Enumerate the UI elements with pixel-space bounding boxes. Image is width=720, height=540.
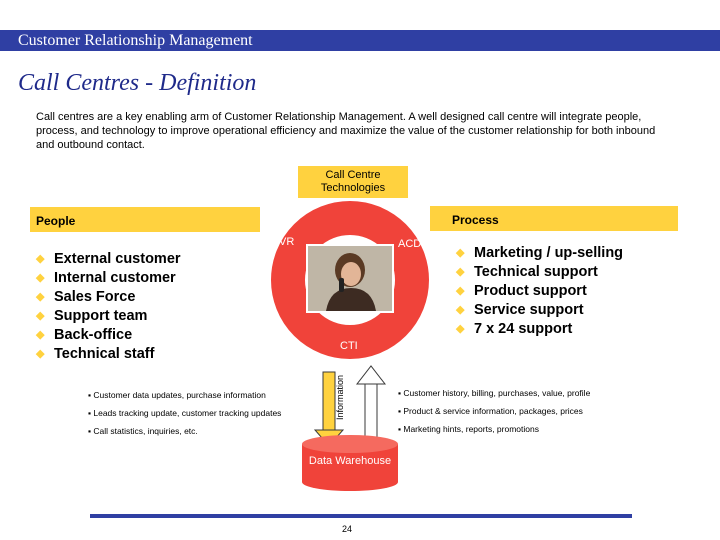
diamond-bullet-icon: ◆	[36, 348, 45, 360]
acd-label: ACD	[398, 238, 422, 250]
data-warehouse-top	[302, 435, 398, 453]
diamond-bullet-icon: ◆	[456, 266, 465, 278]
list-item: ◆Technical support	[456, 264, 598, 280]
list-item: ◆Service support	[456, 302, 584, 318]
diamond-bullet-icon: ◆	[456, 323, 465, 335]
list-item: ▪ Leads tracking update, customer tracki…	[88, 408, 282, 418]
inbound-data-list: ▪ Customer history, billing, purchases, …	[398, 384, 590, 438]
call-centre-technologies-box: Call Centre Technologies	[298, 166, 408, 198]
list-item: ◆Marketing / up-selling	[456, 245, 624, 261]
list-item: ◆Product support	[456, 283, 587, 299]
list-item: ◆Support team	[36, 308, 148, 324]
process-bar	[430, 206, 678, 231]
footer-line	[90, 514, 632, 518]
process-label: Process	[452, 213, 499, 227]
list-item: ▪ Call statistics, inquiries, etc.	[88, 426, 198, 436]
diamond-bullet-icon: ◆	[456, 247, 465, 259]
diamond-bullet-icon: ◆	[36, 272, 45, 284]
left-arrow-shaft	[322, 371, 336, 433]
list-item: ▪ Product & service information, package…	[398, 406, 583, 416]
right-arrow-shaft	[364, 381, 378, 439]
diamond-bullet-icon: ◆	[36, 310, 45, 322]
header-title: Customer Relationship Management	[18, 32, 253, 49]
diamond-bullet-icon: ◆	[36, 291, 45, 303]
diamond-bullet-icon: ◆	[36, 329, 45, 341]
slide-title: Call Centres - Definition	[18, 70, 257, 96]
cti-label: CTI	[340, 340, 358, 352]
diamond-bullet-icon: ◆	[456, 304, 465, 316]
phone-icon	[339, 278, 344, 292]
header-band	[0, 30, 720, 51]
outbound-data-list: ▪ Customer data updates, purchase inform…	[88, 386, 281, 440]
people-bar	[30, 207, 260, 232]
list-item: ◆Back-office	[36, 327, 133, 343]
ivr-label: IVR	[276, 236, 295, 248]
technology-ring-diagram	[271, 201, 429, 491]
process-list: ◆Marketing / up-selling ◆Technical suppo…	[456, 244, 623, 339]
data-warehouse-label: Data Warehouse	[308, 455, 392, 467]
people-label: People	[36, 214, 76, 228]
people-list: ◆External customer ◆Internal customer ◆S…	[36, 250, 181, 364]
list-item: ◆7 x 24 support	[456, 321, 573, 337]
intro-paragraph: Call centres are a key enabling arm of C…	[36, 111, 656, 151]
list-item: ▪ Customer data updates, purchase inform…	[88, 390, 266, 400]
list-item: ◆Technical staff	[36, 346, 155, 362]
list-item: ◆External customer	[36, 251, 181, 267]
diamond-bullet-icon: ◆	[36, 253, 45, 265]
page-number: 24	[342, 524, 353, 534]
list-item: ◆Internal customer	[36, 270, 176, 286]
list-item: ▪ Marketing hints, reports, promotions	[398, 424, 539, 434]
diamond-bullet-icon: ◆	[456, 285, 465, 297]
person-face	[341, 262, 361, 286]
list-item: ◆Sales Force	[36, 289, 136, 305]
technology-ring	[271, 201, 429, 359]
person-body	[326, 288, 376, 311]
data-warehouse-cylinder	[302, 444, 398, 491]
information-label: Information	[335, 374, 345, 420]
up-arrow-icon	[355, 365, 387, 385]
list-item: ▪ Customer history, billing, purchases, …	[398, 388, 591, 398]
